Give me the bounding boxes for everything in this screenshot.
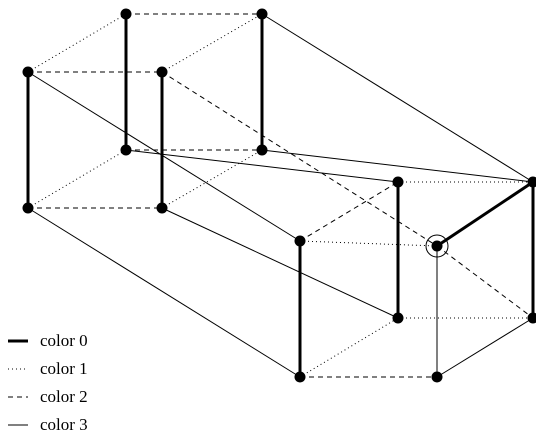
edge-color-1 <box>161 13 263 73</box>
legend: color 0 color 1 color 2 color 3 <box>8 331 88 434</box>
legend-label-color-0: color 0 <box>40 331 88 350</box>
legend-item-color-2: color 2 <box>8 387 88 406</box>
vertex-v2 <box>156 66 168 78</box>
edge-color-1 <box>299 240 438 247</box>
edge-color-3 <box>27 71 301 242</box>
vertex-v18 <box>431 371 443 383</box>
edge-color-2 <box>299 181 399 242</box>
vertex-v8 <box>294 235 306 247</box>
edge-color-1 <box>299 317 399 378</box>
edge-color-2 <box>161 71 438 247</box>
edge-color-1 <box>161 149 263 209</box>
vertex-v11 <box>392 312 404 324</box>
vertex-v1 <box>22 202 34 214</box>
legend-item-color-3: color 3 <box>8 415 88 434</box>
edge-color-1 <box>27 149 127 209</box>
vertex-v4 <box>120 8 132 20</box>
vertex-v10 <box>392 176 404 188</box>
edge-color-3 <box>261 149 534 183</box>
edge-color-0 <box>436 180 534 248</box>
vertex-v3 <box>156 202 168 214</box>
legend-label-color-1: color 1 <box>40 359 88 378</box>
edge-color-1 <box>27 13 127 73</box>
legend-label-color-2: color 2 <box>40 387 88 406</box>
vertex-v6 <box>256 8 268 20</box>
vertex-v9 <box>294 371 306 383</box>
edge-color-3 <box>436 317 534 378</box>
legend-item-color-1: color 1 <box>8 359 88 378</box>
highlight-ring <box>425 234 449 258</box>
edges-layer <box>26 13 535 378</box>
vertex-v7 <box>256 144 268 156</box>
legend-label-color-3: color 3 <box>40 415 88 434</box>
edge-color-3 <box>27 207 301 378</box>
vertex-v13 <box>431 240 443 252</box>
vertex-v14 <box>527 312 536 324</box>
edge-color-3 <box>261 13 534 183</box>
legend-item-color-0: color 0 <box>8 331 88 350</box>
vertices-layer <box>22 8 536 383</box>
edge-color-2 <box>436 245 534 319</box>
vertex-v5 <box>120 144 132 156</box>
vertex-v12 <box>527 176 536 188</box>
edge-color-3 <box>161 207 399 319</box>
edge-color-3 <box>125 149 399 183</box>
vertex-v0 <box>22 66 34 78</box>
